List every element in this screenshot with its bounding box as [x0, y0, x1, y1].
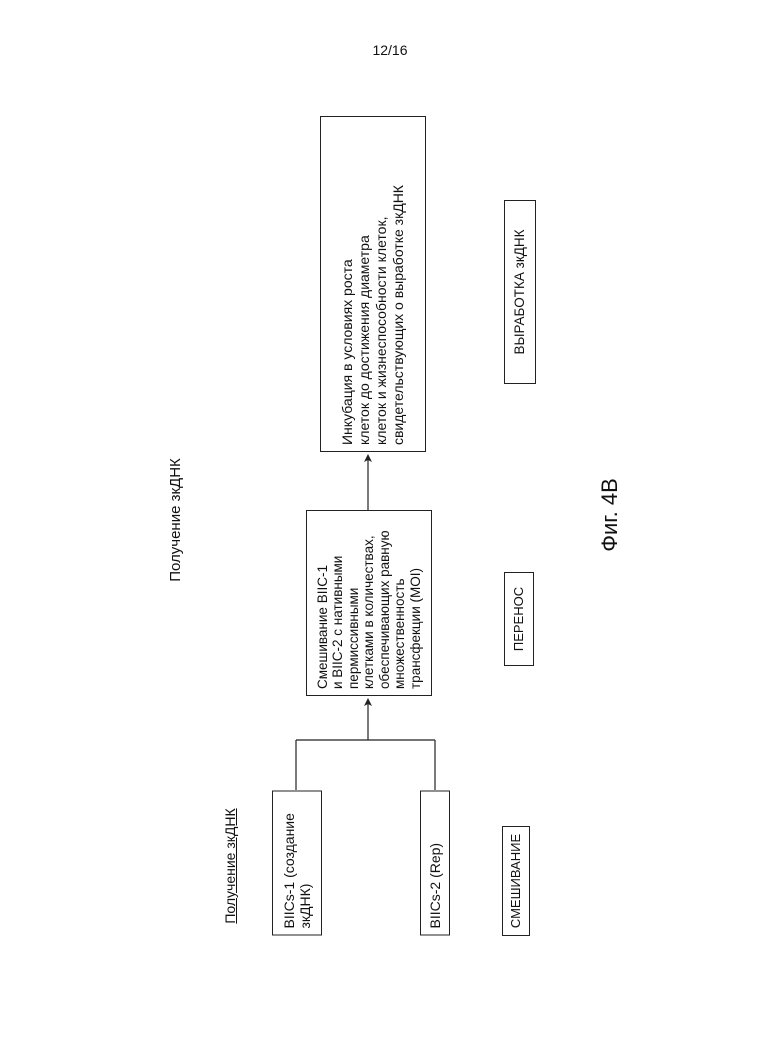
- connector-lines: [0, 0, 780, 1041]
